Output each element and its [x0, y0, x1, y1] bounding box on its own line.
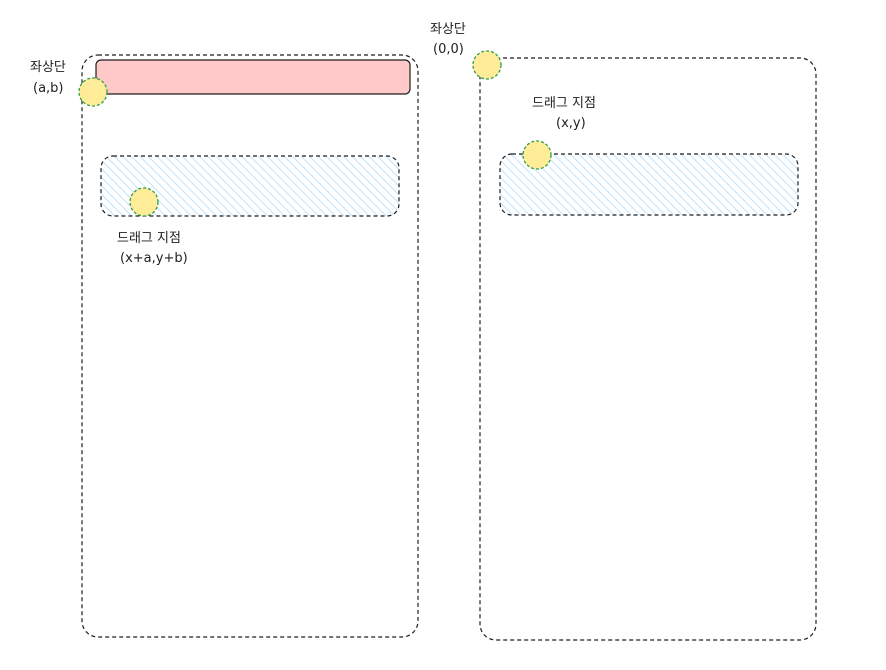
left-drag-box[interactable] [100, 155, 400, 217]
right-drag-point-marker[interactable] [522, 140, 552, 170]
left-header-bar [95, 59, 411, 95]
right-drag-coords: (x,y) [556, 116, 586, 131]
right-drag-box[interactable] [499, 153, 799, 216]
right-corner-marker [472, 50, 502, 80]
right-corner-coords: (0,0) [433, 42, 464, 57]
left-drag-point-marker[interactable] [129, 187, 159, 217]
right-drag-label: 드래그 지점 [532, 96, 596, 111]
right-corner-label: 좌상단 [430, 22, 466, 37]
left-corner-coords: (a,b) [33, 81, 64, 96]
left-drag-coords: (x+a,y+b) [120, 251, 188, 266]
left-drag-label: 드래그 지점 [117, 231, 181, 246]
right-panel-frame [479, 57, 817, 641]
left-panel-frame [81, 54, 419, 638]
left-corner-marker [78, 77, 108, 107]
right-panel: 좌상단 (0,0) 드래그 지점 (x,y) [430, 22, 817, 641]
left-panel: 좌상단 (a,b) 드래그 지점 (x+a,y+b) [30, 54, 419, 638]
left-corner-label: 좌상단 [30, 60, 66, 75]
